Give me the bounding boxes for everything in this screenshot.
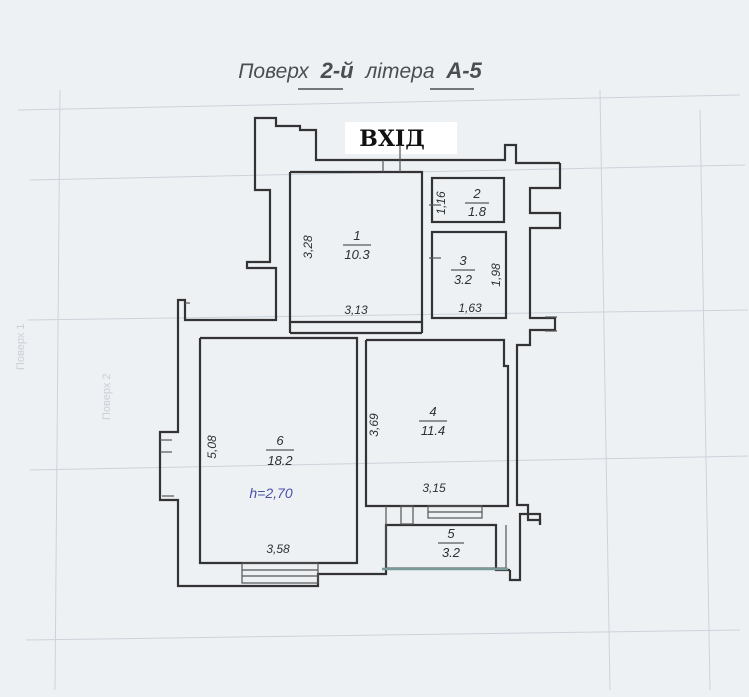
- room-5-area: 3.2: [442, 545, 461, 560]
- room-3-area: 3.2: [454, 272, 473, 287]
- dim-room3-width: 1,63: [458, 301, 482, 315]
- ghost-text-1: Поверх 1: [15, 323, 27, 370]
- ceiling-height-label: h=2,70: [249, 485, 292, 501]
- entry-sign: [345, 122, 457, 154]
- room-5-number: 5: [447, 526, 455, 541]
- dim-room4-width: 3,15: [422, 481, 446, 495]
- room-1-number: 1: [353, 228, 360, 243]
- dim-room6-width: 3,58: [266, 542, 290, 556]
- room-4-number: 4: [429, 404, 436, 419]
- title-middle: літера: [364, 60, 434, 83]
- walls: [158, 116, 562, 588]
- title-floor: 2-й: [320, 58, 355, 83]
- dim-room4-height: 3,69: [367, 413, 381, 437]
- dim-room3-height: 1,98: [489, 263, 503, 287]
- room-3-number: 3: [459, 253, 467, 268]
- room-5: 5 3.2: [438, 526, 464, 560]
- dim-room2-height: 1,16: [434, 191, 448, 215]
- room-1: 1 10.3: [343, 228, 371, 262]
- room-1-area: 10.3: [344, 247, 370, 262]
- entry-label: ВХІД: [359, 126, 425, 152]
- room-2-area: 1.8: [468, 204, 487, 219]
- background-text: Поверх 1 Поверх 2: [15, 323, 113, 420]
- room-6-number: 6: [276, 433, 284, 448]
- room-4-area: 11.4: [421, 423, 445, 438]
- room-6: 6 18.2 h=2,70: [249, 433, 294, 501]
- room-3: 3 3.2: [451, 253, 475, 287]
- dim-room6-height: 5,08: [205, 435, 219, 459]
- ghost-text-2: Поверх 2: [101, 373, 113, 420]
- dim-room1-height: 3,28: [301, 235, 315, 259]
- room-4: 4 11.4: [419, 404, 447, 438]
- room-2-number: 2: [472, 186, 481, 201]
- room-6-area: 18.2: [267, 453, 293, 468]
- title-letter: А-5: [445, 58, 482, 83]
- page-title: Поверх 2-й літера А-5: [238, 58, 482, 83]
- background-ghost-grid: [17, 89, 749, 691]
- dimensions: 3,28 3,13 1,16 1,98 1,63 3,69 3,15 5,08 …: [205, 191, 503, 556]
- dim-room1-width: 3,13: [344, 303, 368, 317]
- title-prefix: Поверх: [238, 60, 310, 83]
- room-2: 2 1.8: [465, 186, 489, 219]
